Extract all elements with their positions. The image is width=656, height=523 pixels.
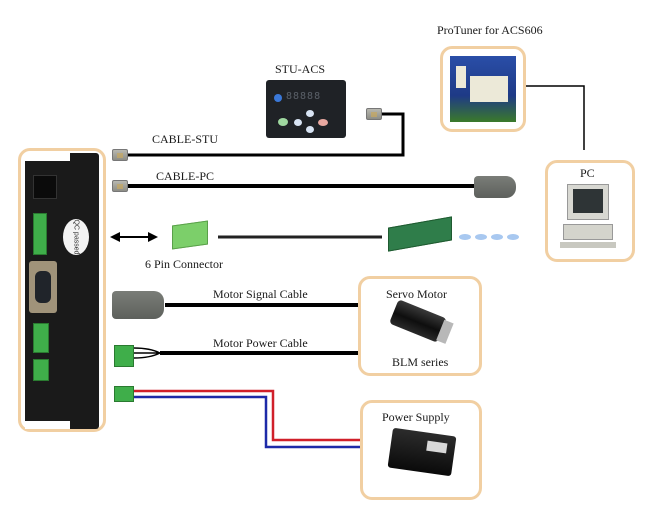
motor-power-label: Motor Power Cable [213, 336, 308, 350]
servo-motor-title: Servo Motor [386, 287, 447, 301]
pc-monitor-icon [567, 184, 609, 220]
stu-esc-button[interactable] [318, 119, 328, 126]
qc-sticker: QC passed [63, 219, 89, 255]
cable-stu-plug-icon [112, 149, 128, 161]
power-terminal-icon [114, 386, 134, 402]
pc-keyboard-icon [560, 242, 616, 248]
servo-motor-series: BLM series [392, 355, 449, 369]
cable-pc-plug-icon [112, 180, 128, 192]
stu-title: STU-ACS [275, 62, 326, 76]
protuner-pc-link [522, 85, 585, 150]
arrow-right-head [148, 232, 158, 242]
driver-io-terminal [33, 213, 47, 255]
cable-pc-label: CABLE-PC [156, 169, 215, 183]
motor-power-fan [133, 347, 161, 359]
power-blue-wire [134, 395, 360, 449]
servo-driver: QC passed [25, 153, 99, 429]
motor-signal-db9-icon [112, 291, 164, 319]
driver-bottom-notch [25, 421, 70, 429]
continuation-dots [459, 234, 519, 240]
driver-motor-terminal [33, 323, 49, 353]
power-supply-title: Power Supply [382, 410, 450, 424]
cable-stu-label: CABLE-STU [152, 132, 218, 146]
six-pin-connector-icon [172, 220, 208, 250]
stu-left-button[interactable] [294, 119, 302, 126]
driver-rj45-port [33, 175, 57, 199]
stu-down-button[interactable] [306, 126, 314, 133]
stu-keypad: 88888 [266, 80, 346, 138]
cable-pc-db9-icon [474, 176, 516, 198]
pc-base-icon [563, 224, 613, 240]
motor-power-terminal-icon [114, 345, 134, 367]
protuner-title: ProTuner for ACS606 [437, 23, 543, 37]
cable-stu-line [126, 112, 405, 157]
stu-plug-icon [366, 108, 382, 120]
stu-up-button[interactable] [306, 110, 314, 117]
driver-power-terminal [33, 359, 49, 381]
motor-signal-label: Motor Signal Cable [213, 287, 308, 301]
pc-title: PC [580, 166, 595, 180]
stu-ok-button[interactable] [278, 118, 288, 126]
stu-status-led-icon [274, 94, 282, 102]
stu-display: 88888 [286, 91, 322, 102]
driver-top-notch [25, 153, 70, 161]
protuner-screenshot [450, 56, 516, 122]
driver-db15-port [29, 261, 57, 313]
arrow-left-head [110, 232, 120, 242]
six-pin-connector-label: 6 Pin Connector [145, 257, 223, 271]
protuner-box [440, 46, 526, 132]
power-red-wire [134, 389, 360, 442]
